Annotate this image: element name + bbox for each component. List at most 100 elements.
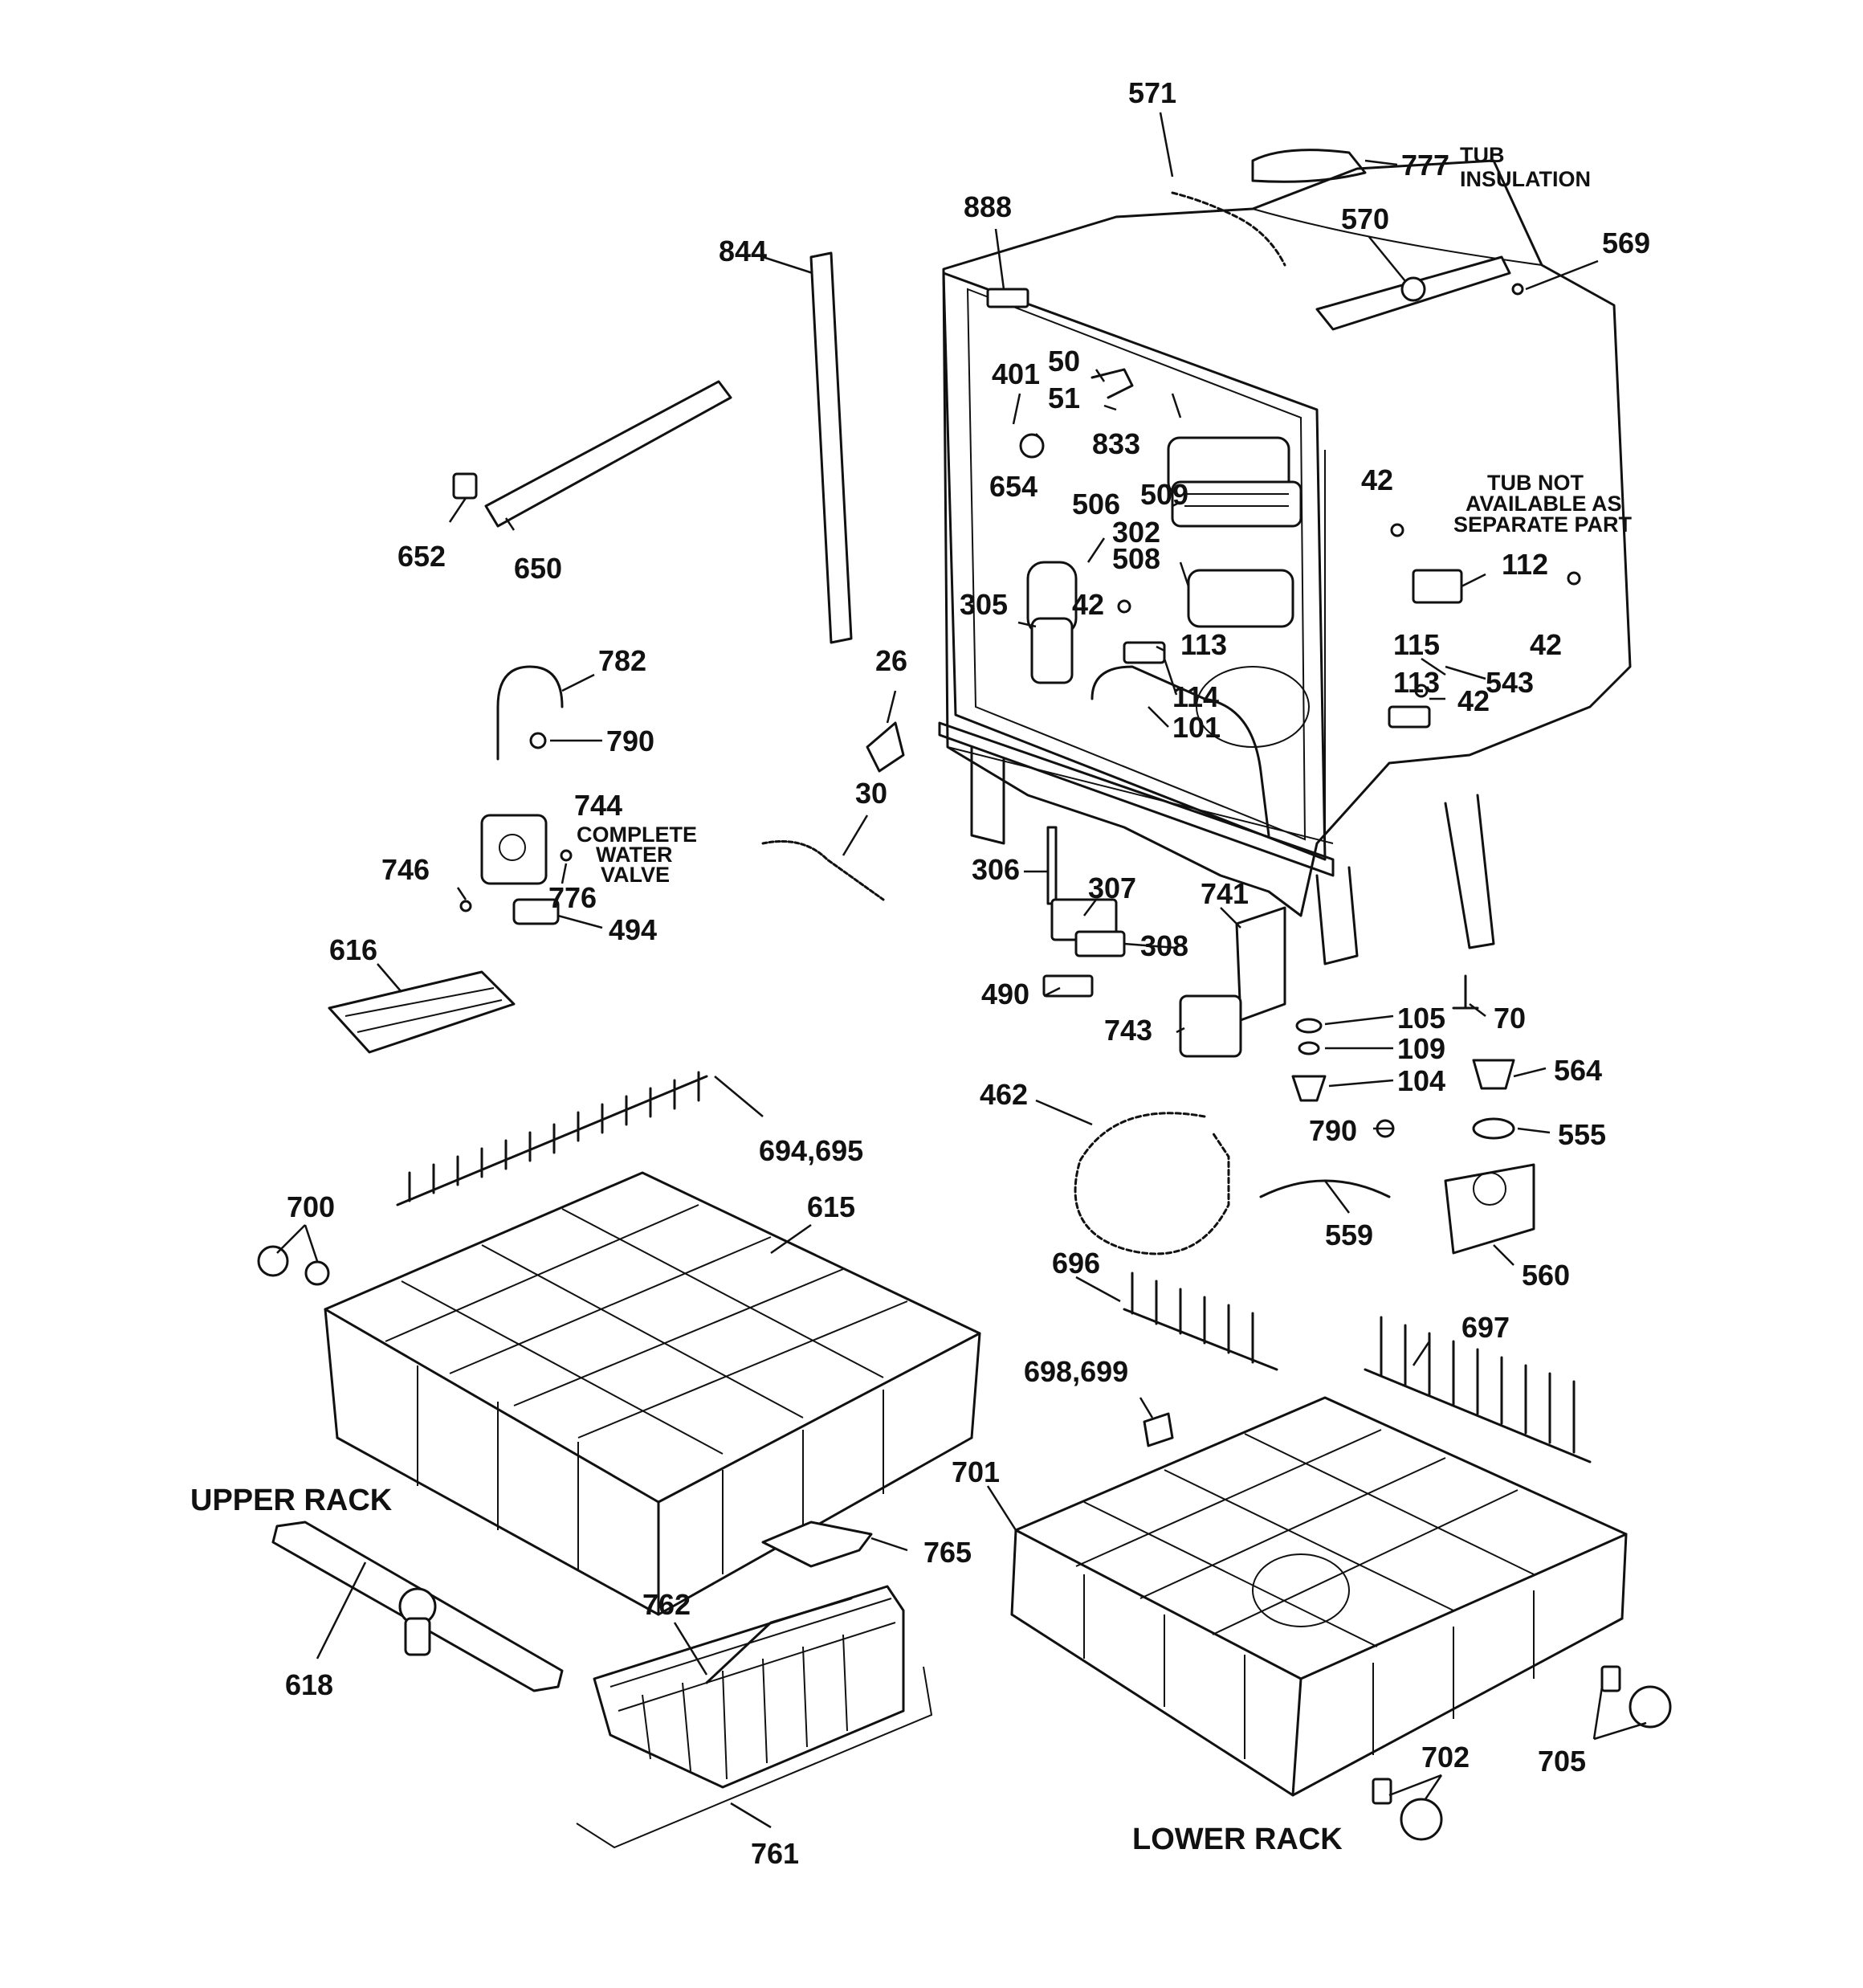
label-782: 782 — [598, 644, 646, 677]
screw-42c — [1567, 571, 1581, 586]
tine-row-696 — [1123, 1272, 1278, 1371]
label-776: 776 — [548, 881, 597, 914]
label-494: 494 — [609, 913, 657, 946]
lower-rack — [1010, 1272, 1672, 1841]
label-462: 462 — [980, 1078, 1028, 1111]
vertical-gasket-844 — [809, 251, 853, 644]
hinge-888 — [986, 288, 1029, 308]
note-water-valve-1: COMPLETE — [577, 823, 697, 847]
note-tub-not-2: AVAILABLE AS — [1466, 492, 1622, 516]
bracket-741 — [1235, 906, 1286, 1022]
label-777: 777 — [1401, 149, 1449, 182]
bolt-306 — [1046, 826, 1058, 905]
front-frame — [942, 271, 1327, 861]
label-570: 570 — [1341, 202, 1389, 235]
seal-555 — [1472, 1117, 1515, 1140]
label-307: 307 — [1088, 872, 1136, 904]
label-30: 30 — [855, 777, 887, 810]
tub-assembly — [761, 149, 1632, 965]
label-70: 70 — [1494, 1002, 1526, 1035]
label-306: 306 — [972, 853, 1020, 886]
label-51: 51 — [1048, 382, 1080, 414]
label-833: 833 — [1092, 427, 1140, 460]
latch-26 — [866, 721, 905, 773]
basket-handle — [705, 1597, 853, 1684]
label-616: 616 — [329, 933, 377, 966]
water-valve-group — [459, 665, 573, 925]
pump-305 — [1030, 617, 1074, 684]
screw-42b — [1390, 523, 1404, 537]
label-113-b: 113 — [1393, 666, 1440, 699]
label-564: 564 — [1554, 1054, 1602, 1087]
leg-70 — [1452, 974, 1479, 1010]
screw-42d — [1414, 684, 1429, 698]
label-698-699: 698,699 — [1024, 1355, 1128, 1388]
door-spring-30 — [761, 840, 885, 901]
silverware-basket — [576, 1521, 933, 1849]
end-cap-652 — [452, 472, 478, 500]
note-tub-not-1: TUB NOT — [1487, 471, 1584, 495]
tub-insulation — [1251, 149, 1367, 183]
bracket-113 — [1123, 641, 1166, 664]
screw-42a — [1117, 599, 1131, 614]
screw-746 — [459, 900, 472, 912]
label-490: 490 — [981, 978, 1029, 1010]
label-104: 104 — [1397, 1064, 1445, 1097]
label-790-a: 790 — [606, 725, 654, 757]
caption-lower-rack: LOWER RACK — [1132, 1823, 1343, 1856]
label-506: 506 — [1072, 488, 1120, 520]
label-765: 765 — [923, 1536, 972, 1569]
label-26: 26 — [875, 644, 907, 677]
label-762: 762 — [642, 1588, 691, 1621]
label-701: 701 — [952, 1455, 1000, 1488]
label-697: 697 — [1461, 1311, 1510, 1344]
label-42-d: 42 — [1457, 684, 1490, 717]
label-696: 696 — [1052, 1247, 1100, 1280]
label-305: 305 — [960, 588, 1008, 621]
switch-308 — [1074, 930, 1126, 957]
base-frame — [938, 721, 1335, 877]
label-42-c: 42 — [1530, 628, 1562, 661]
label-844: 844 — [719, 235, 767, 267]
bracket-494 — [512, 898, 560, 925]
label-42-a: 42 — [1072, 588, 1104, 621]
label-571: 571 — [1128, 76, 1176, 109]
bracket-112 — [1412, 569, 1463, 604]
foot-104 — [1291, 1075, 1327, 1102]
heater-grille-506 — [1171, 480, 1302, 528]
label-569: 569 — [1602, 227, 1650, 259]
label-790-b: 790 — [1309, 1114, 1357, 1147]
label-652: 652 — [397, 540, 446, 573]
label-744: 744 — [574, 789, 622, 822]
valve-654 — [1019, 433, 1045, 459]
note-tub-not-3: SEPARATE PART — [1453, 512, 1633, 537]
label-559: 559 — [1325, 1219, 1373, 1251]
label-543: 543 — [1486, 666, 1534, 699]
door-seals — [452, 251, 853, 644]
label-401: 401 — [992, 357, 1040, 390]
screw-776 — [560, 849, 573, 862]
washer-105 — [1295, 1018, 1323, 1034]
wheel-clip-702 — [1372, 1778, 1392, 1805]
roller-700a — [257, 1245, 289, 1277]
note-water-valve-2: WATER — [596, 843, 673, 867]
label-50: 50 — [1048, 345, 1080, 378]
roller-700b — [304, 1260, 330, 1286]
dispenser-508 — [1187, 569, 1294, 628]
hose-559 — [1259, 1179, 1391, 1198]
label-109: 109 — [1397, 1032, 1445, 1065]
hose-462 — [1074, 1112, 1230, 1255]
label-42-b: 42 — [1361, 463, 1393, 496]
pump-560 — [1444, 1163, 1535, 1255]
tine-row-694 — [396, 1071, 708, 1206]
tine-row-697 — [1364, 1316, 1592, 1463]
clip-50 — [1090, 368, 1134, 399]
cap-564 — [1472, 1059, 1515, 1090]
basket-lid-765 — [761, 1521, 873, 1568]
label-615: 615 — [807, 1190, 855, 1223]
label-700: 700 — [287, 1190, 335, 1223]
water-valve-744 — [480, 814, 548, 885]
label-112: 112 — [1502, 548, 1548, 581]
upper-rack — [257, 1071, 981, 1616]
